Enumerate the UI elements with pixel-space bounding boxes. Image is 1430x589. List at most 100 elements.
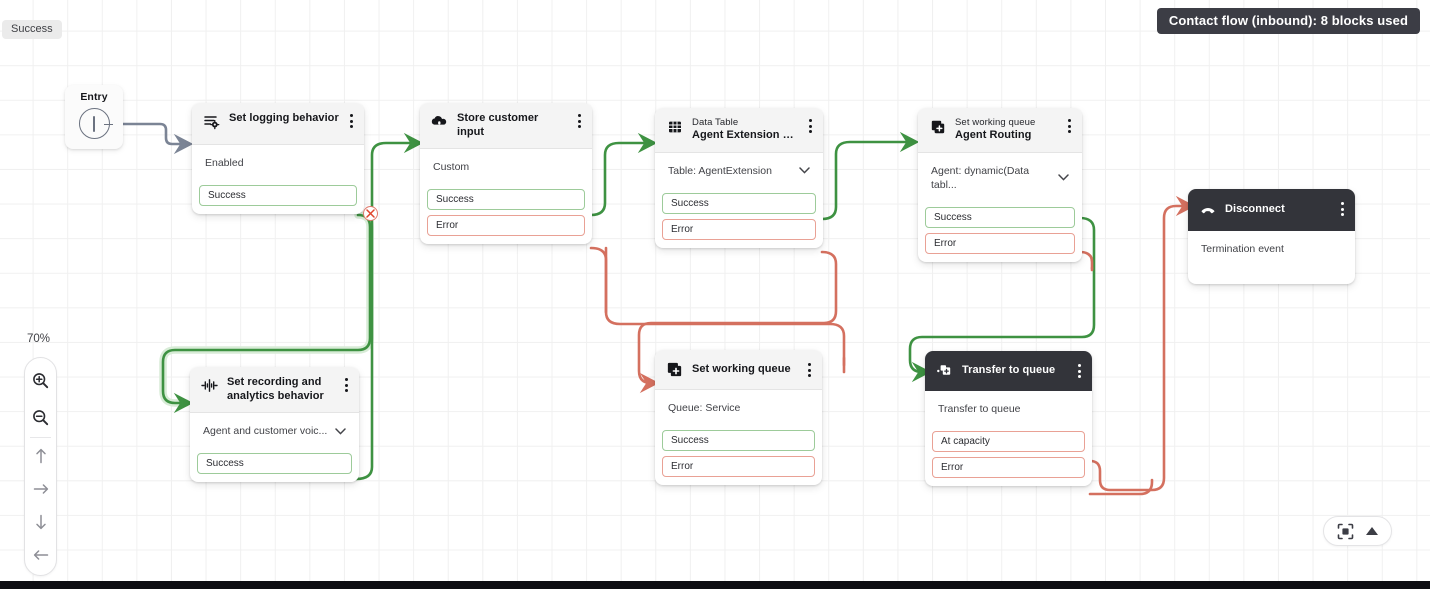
zoom-out-icon[interactable]	[25, 399, 56, 436]
block-body: Termination event	[1188, 231, 1355, 284]
port-success[interactable]: Success	[427, 189, 585, 210]
block-transfer-to-queue[interactable]: Transfer to queue Transfer to queue At c…	[925, 351, 1092, 486]
block-title: Store customer input	[457, 112, 539, 138]
block-body: Queue: Service	[655, 390, 822, 430]
arrow-left-icon[interactable]	[25, 538, 56, 571]
block-value: Agent and customer voic...	[203, 425, 328, 437]
block-ports: Success	[190, 453, 359, 482]
port-error[interactable]: Error	[932, 457, 1085, 478]
block-header[interactable]: Store customer input	[420, 103, 592, 149]
block-menu-icon[interactable]	[345, 378, 348, 392]
arrow-right-icon[interactable]	[25, 472, 56, 505]
block-title: Set working queue	[692, 362, 791, 375]
block-header[interactable]: Disconnect	[1188, 189, 1355, 231]
zoom-toolbar[interactable]	[24, 357, 57, 576]
block-set-logging-behavior[interactable]: Set logging behavior Enabled Success	[192, 103, 364, 214]
arrow-up-icon[interactable]	[25, 439, 56, 472]
block-menu-icon[interactable]	[1068, 119, 1071, 133]
block-title: Disconnect	[1225, 202, 1285, 215]
arrow-down-icon[interactable]	[25, 505, 56, 538]
block-header[interactable]: Set logging behavior	[192, 103, 364, 145]
block-disconnect[interactable]: Disconnect Termination event	[1188, 189, 1355, 284]
block-ports: Success	[192, 185, 364, 214]
block-title: Transfer to queue	[962, 363, 1056, 376]
block-menu-icon[interactable]	[578, 114, 581, 128]
port-success[interactable]: Success	[662, 430, 815, 451]
canvas-view-toolbar[interactable]	[1323, 516, 1392, 546]
block-value-row: Custom	[433, 160, 579, 185]
block-menu-icon[interactable]	[809, 119, 812, 133]
block-header[interactable]: Data Table Agent Extension Loo...	[655, 108, 823, 153]
block-value: Transfer to queue	[938, 403, 1021, 415]
block-body: Agent: dynamic(Data tabl...	[918, 153, 1082, 207]
port-error[interactable]: Error	[925, 232, 1075, 254]
block-ports: Success Error	[420, 189, 592, 244]
block-value-row[interactable]: Agent: dynamic(Data tabl...	[931, 164, 1069, 203]
block-ports: Success Error	[655, 430, 822, 485]
block-title: Set logging behavior	[229, 112, 339, 124]
block-value-row: Termination event	[1201, 242, 1342, 272]
block-value: Queue: Service	[668, 402, 741, 414]
block-body: Custom	[420, 149, 592, 189]
zoom-in-icon[interactable]	[25, 362, 56, 399]
block-set-working-queue[interactable]: Set working queue Queue: Service Success…	[655, 350, 822, 485]
block-value-row[interactable]: Table: AgentExtension	[668, 164, 810, 189]
block-value: Termination event	[1201, 243, 1284, 255]
transfer-to-queue-icon	[936, 362, 953, 379]
block-store-customer-input[interactable]: Store customer input Custom Success Erro…	[420, 103, 592, 244]
block-ports: Success Error	[918, 206, 1082, 262]
block-header[interactable]: Set working queue	[655, 350, 822, 390]
toolbar-divider	[30, 437, 51, 438]
block-value: Enabled	[205, 157, 244, 169]
triangle-up-icon[interactable]	[1366, 527, 1378, 535]
flow-blocks-banner: Contact flow (inbound): 8 blocks used	[1156, 8, 1420, 34]
block-agent-extension-lookup[interactable]: Data Table Agent Extension Loo... Table:…	[655, 108, 823, 248]
block-title: Agent Routing	[955, 129, 1032, 141]
port-success[interactable]: Success	[197, 453, 352, 474]
block-value-row: Queue: Service	[668, 401, 809, 426]
port-error[interactable]: Error	[662, 218, 816, 240]
block-body: Enabled	[192, 145, 364, 185]
port-success[interactable]: Success	[199, 185, 357, 206]
delete-connection-icon[interactable]	[363, 206, 378, 221]
block-menu-icon[interactable]	[1341, 202, 1344, 216]
block-value-row: Transfer to queue	[938, 402, 1079, 427]
entry-node[interactable]: Entry	[65, 85, 123, 149]
block-ports: At capacity Error	[925, 431, 1092, 486]
block-value: Agent: dynamic(Data tabl...	[931, 164, 1030, 191]
block-set-recording-and-analytics-behavior[interactable]: Set recording and analytics behavior Age…	[190, 367, 359, 482]
block-header[interactable]: Transfer to queue	[925, 351, 1092, 391]
zoom-level-label: 70%	[27, 333, 51, 345]
entry-point-icon	[78, 108, 113, 139]
set-working-queue-icon	[666, 361, 683, 378]
block-title: Agent Extension Loo...	[692, 129, 799, 141]
block-body: Transfer to queue	[925, 391, 1092, 431]
block-header[interactable]: Set recording and analytics behavior	[190, 367, 359, 413]
block-header[interactable]: Set working queue Agent Routing	[918, 108, 1082, 153]
set-working-queue-icon	[929, 118, 946, 135]
block-subtitle: Data Table	[692, 117, 739, 128]
port-error[interactable]: Error	[427, 215, 585, 236]
connection-tooltip: Success	[2, 20, 62, 39]
block-menu-icon[interactable]	[1078, 364, 1081, 378]
block-body: Agent and customer voic...	[190, 413, 359, 453]
chevron-down-icon[interactable]	[335, 427, 346, 435]
logging-gear-icon	[203, 113, 220, 130]
block-value-row[interactable]: Agent and customer voic...	[203, 424, 346, 449]
waveform-icon	[201, 377, 218, 394]
port-success[interactable]: Success	[925, 206, 1075, 228]
block-body: Table: AgentExtension	[655, 153, 823, 193]
port-success[interactable]: Success	[662, 192, 816, 214]
port-at-capacity[interactable]: At capacity	[932, 431, 1085, 452]
port-error[interactable]: Error	[662, 456, 815, 477]
chevron-down-icon[interactable]	[799, 167, 810, 174]
block-menu-icon[interactable]	[808, 363, 811, 377]
block-value-row: Enabled	[205, 156, 351, 181]
block-value: Custom	[433, 161, 470, 173]
fit-to-screen-icon[interactable]	[1337, 523, 1354, 540]
block-menu-icon[interactable]	[350, 114, 353, 128]
block-agent-routing[interactable]: Set working queue Agent Routing Agent: d…	[918, 108, 1082, 262]
chevron-down-icon[interactable]	[1058, 174, 1069, 181]
